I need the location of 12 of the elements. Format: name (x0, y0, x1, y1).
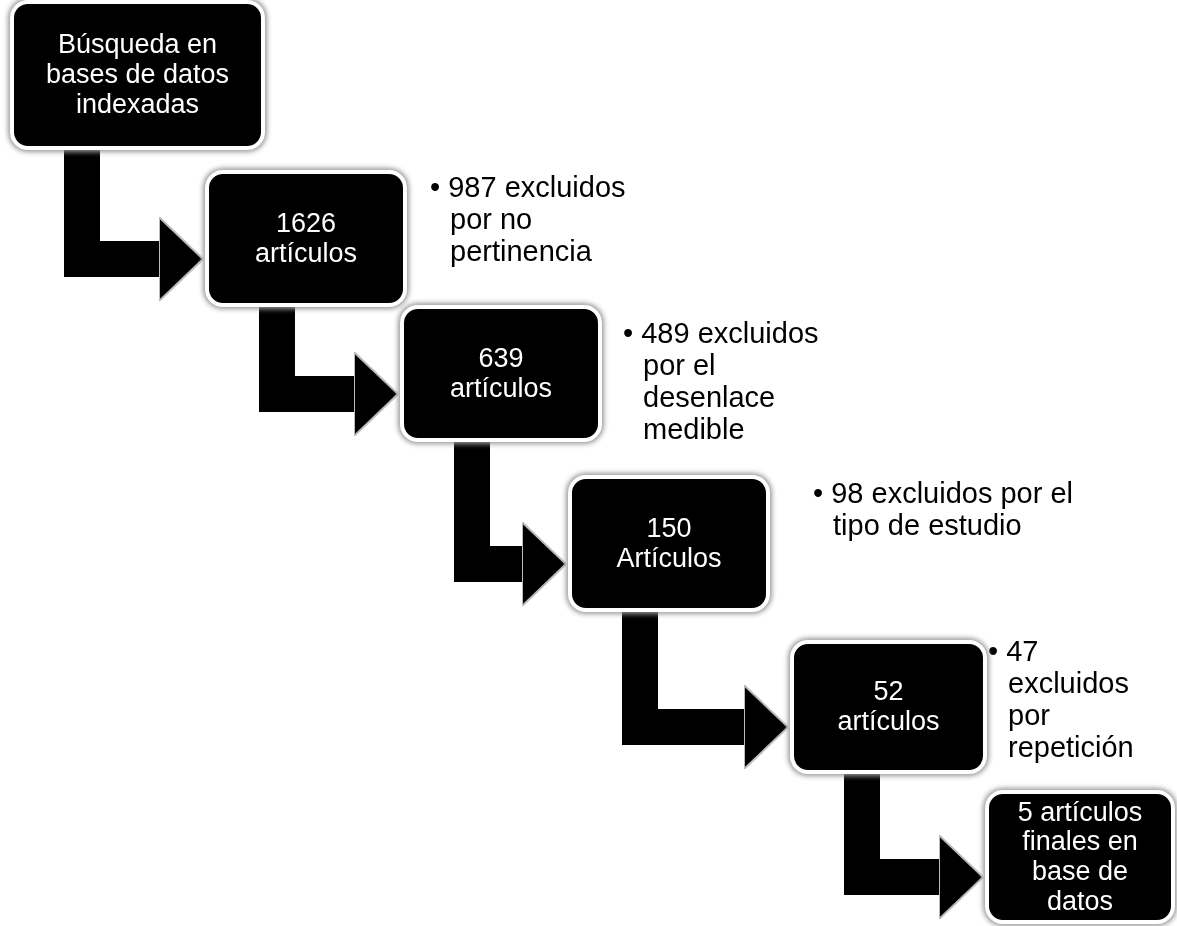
bent-arrow (454, 442, 567, 608)
exclusion-note: • 987 excluidos por no pertinencia (430, 172, 627, 268)
box-label: 5 artículos finales en base de datos (1016, 797, 1144, 917)
exclusion-note: • 47 excluidos por repetición (988, 636, 1135, 764)
bent-arrow (259, 307, 399, 438)
box-label: 52 artículos (836, 677, 941, 737)
box-label: Búsqueda en bases de datos indexadas (44, 30, 231, 120)
exclusion-note: • 98 excluidos por el tipo de estudio (813, 478, 1075, 542)
exclusion-note: • 489 excluidos por el desenlace medible (623, 318, 820, 446)
box-label: 639 artículos (448, 343, 553, 404)
box-label: 1626 artículos (253, 208, 358, 269)
box-label: 150 Artículos (615, 513, 723, 574)
